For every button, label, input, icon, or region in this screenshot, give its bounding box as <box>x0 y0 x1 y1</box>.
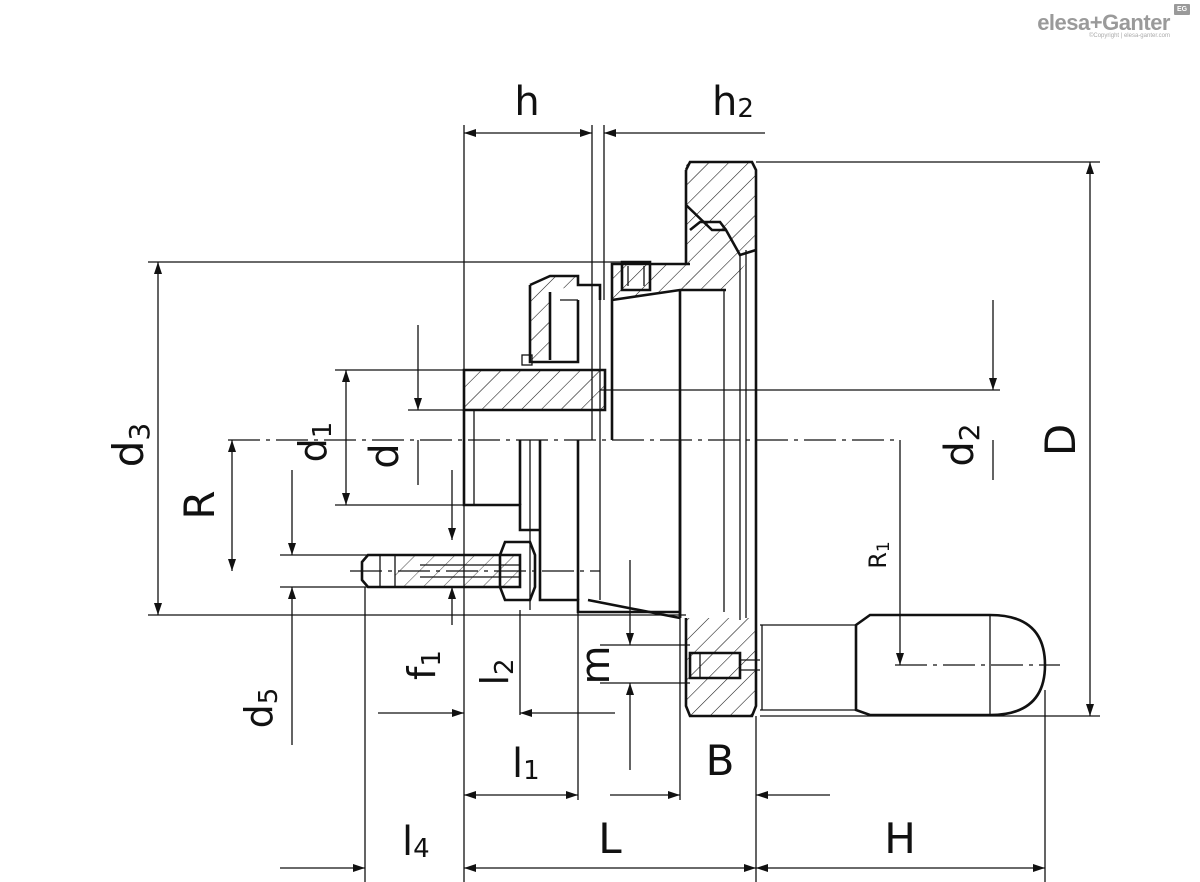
dimension-lines <box>154 129 1094 872</box>
label-h: h <box>514 79 539 125</box>
brand-logo: elesa+Ganter ©Copyright | elesa-ganter.c… <box>1037 4 1190 39</box>
label-h2: h2 <box>712 79 754 125</box>
label-H: H <box>884 814 916 863</box>
label-L: L <box>598 814 622 863</box>
label-l2: l2 <box>473 658 520 685</box>
dimension-labels: h h2 d3 d1 d R d2 D R1 f1 l2 m d5 l1 B l… <box>104 79 1085 865</box>
label-R: R <box>175 490 224 519</box>
label-l4: l4 <box>402 819 430 865</box>
label-B: B <box>706 736 735 785</box>
extension-lines <box>148 125 1100 882</box>
label-d2: d2 <box>937 423 986 466</box>
label-d3: d3 <box>104 423 156 468</box>
label-m: m <box>573 646 619 685</box>
label-d5: d5 <box>237 688 284 729</box>
brand-badge: EG <box>1174 4 1190 15</box>
brand-name: elesa+Ganter <box>1037 10 1170 35</box>
label-D: D <box>1036 424 1085 456</box>
center-lines <box>228 439 1060 666</box>
label-d1: d1 <box>291 422 338 463</box>
label-l1: l1 <box>512 741 540 787</box>
brand-copyright: ©Copyright | elesa-ganter.com <box>1088 33 1170 39</box>
label-f1: f1 <box>400 650 447 680</box>
hatched-sections <box>395 162 756 716</box>
label-d: d <box>362 443 408 468</box>
label-R1: R1 <box>864 541 894 569</box>
